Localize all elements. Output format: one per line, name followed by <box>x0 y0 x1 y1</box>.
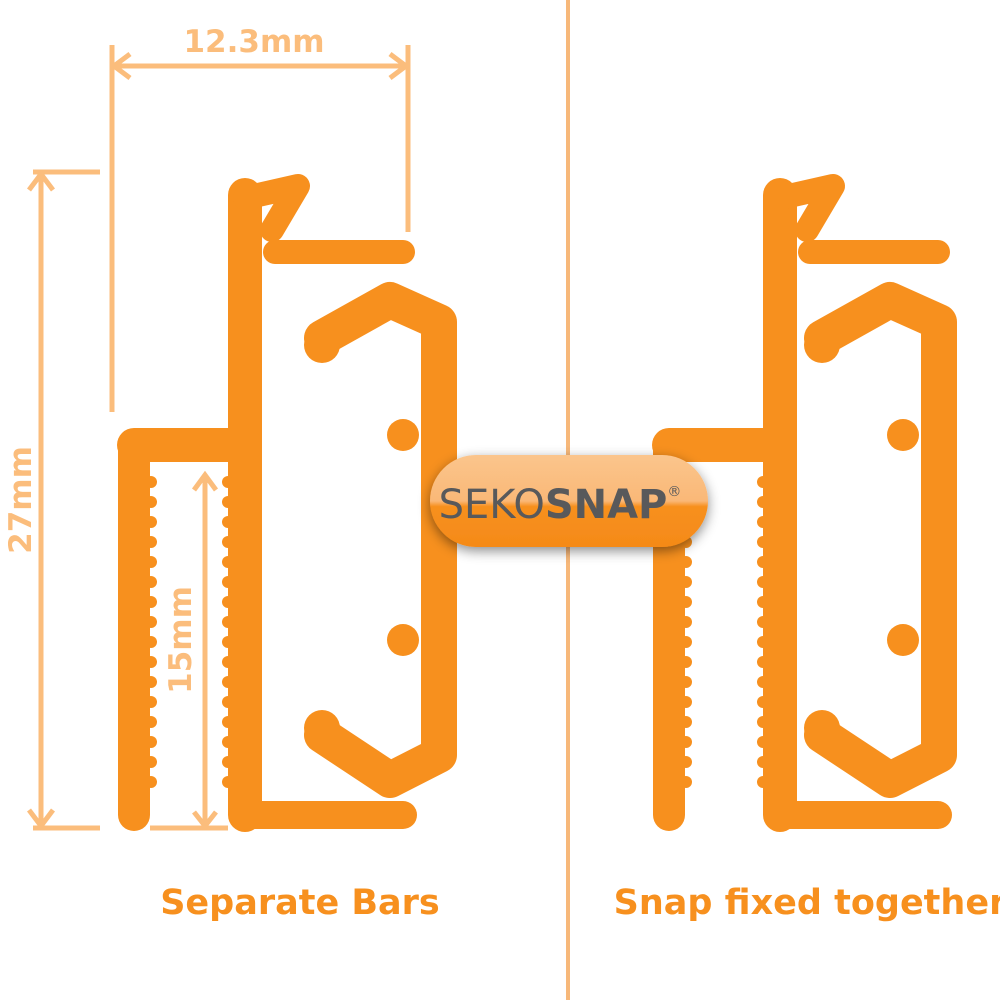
caption-snap-fixed: Snap fixed together <box>614 883 1000 923</box>
sekosnap-logo: SEKOSNAP® <box>430 455 708 547</box>
caption-separate-bars: Separate Bars <box>160 883 440 923</box>
c-bar-profile-left <box>304 300 439 780</box>
snapped-bars-profiles <box>669 186 939 815</box>
f-bar-profile-right <box>669 186 938 815</box>
width-dimension-label: 12.3mm <box>183 24 324 60</box>
svg-text:SEKOSNAP®: SEKOSNAP® <box>439 482 682 528</box>
separate-bars-profiles <box>134 186 439 815</box>
depth-dimension-label: 15mm <box>163 586 199 694</box>
logo-snap: SNAP <box>545 482 668 528</box>
dimension-lines <box>27 45 411 831</box>
f-bar-profile-left <box>134 186 403 815</box>
c-bar-profile-right <box>804 300 939 780</box>
height-dimension-label: 27mm <box>3 446 39 554</box>
registered-mark: ® <box>667 484 681 500</box>
logo-seko: SEKO <box>439 482 545 528</box>
